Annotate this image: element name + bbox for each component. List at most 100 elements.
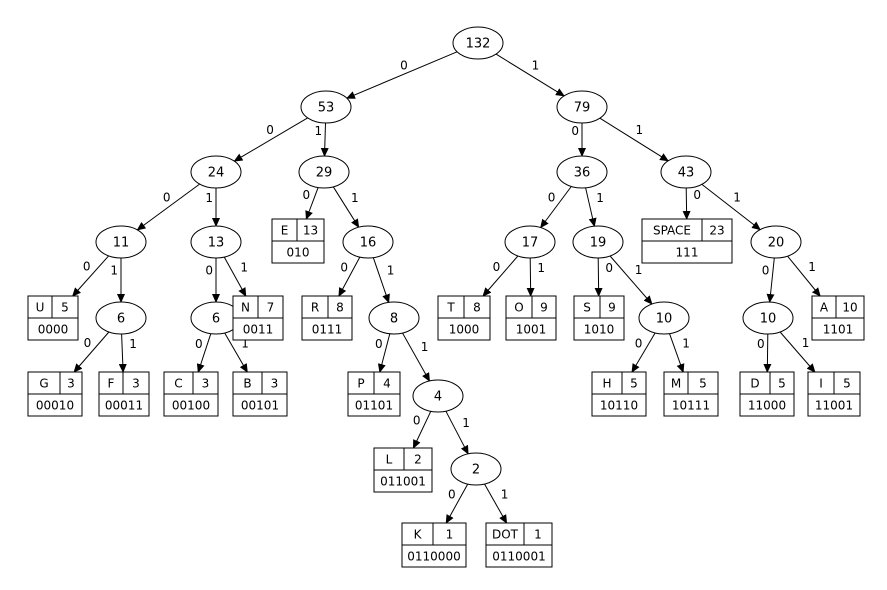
leaf-code: 010 (287, 246, 310, 260)
leaf-count: 5 (61, 301, 69, 315)
leaf-code: 00101 (241, 399, 279, 413)
edge-n11-U (72, 255, 109, 297)
internal-node-n13: 13 (190, 225, 242, 259)
internal-node-n16: 16 (342, 225, 394, 259)
edge-label-n17-T: 0 (493, 260, 501, 274)
internal-node-ellipse (750, 225, 802, 259)
edge-label-n43-n20: 1 (733, 190, 741, 204)
edge-n20-A (787, 255, 821, 297)
leaf-symbol: H (602, 377, 611, 391)
internal-node-n2: 2 (450, 452, 502, 486)
edge-label-n10b-D: 0 (757, 337, 765, 351)
internal-node-n79: 79 (556, 90, 608, 124)
edge-n29-n16 (332, 186, 360, 229)
internal-node-n10a: 10 (638, 301, 690, 335)
edge-label-n53-n29: 1 (314, 124, 322, 138)
edge-n4-n2 (445, 410, 469, 455)
edge-n6b-B (224, 332, 248, 373)
edge-label-n79-n36: 0 (571, 124, 579, 138)
leaf-count: 5 (778, 377, 786, 391)
edge-label-n13-N: 1 (240, 260, 248, 274)
edge-label-n36-n17: 0 (548, 191, 556, 205)
edge-label-n16-R: 0 (340, 261, 348, 275)
leaf-symbol: SPACE (653, 224, 691, 238)
edge-label-n4-L: 0 (413, 414, 421, 428)
edge-n2-K (445, 483, 469, 524)
edge-label-n29-n16: 1 (351, 191, 359, 205)
leaf-code: 1101 (823, 323, 854, 337)
edge-n53-n24 (233, 117, 308, 162)
edge-label-n43-SPACE: 0 (693, 188, 701, 202)
edge-n10a-H (631, 332, 656, 373)
edge-label-n8-P: 0 (375, 337, 383, 351)
internal-node-ellipse (190, 225, 242, 259)
edge-label-n132-n79: 1 (532, 59, 540, 73)
edge-label-n11-n6a: 1 (110, 264, 118, 278)
edge-n19-n10a (609, 255, 653, 305)
internal-node-n132: 132 (452, 26, 504, 60)
edge-n6a-G (73, 331, 110, 373)
internal-node-n10b: 10 (742, 301, 794, 335)
edge-n36-n17 (540, 186, 572, 229)
edge-n36-n19 (585, 187, 597, 228)
edge-label-n16-n8: 1 (387, 263, 395, 277)
leaf-code: 00011 (105, 399, 143, 413)
internal-node-n36: 36 (556, 155, 608, 189)
internal-node-weight: 4 (434, 390, 442, 405)
leaf-code: 10111 (672, 399, 710, 413)
edge-n10b-D (763, 333, 772, 373)
internal-node-weight: 13 (208, 236, 225, 251)
edge-n29-E (305, 187, 319, 220)
internal-node-ellipse (190, 155, 242, 189)
leaf-code: 10110 (600, 399, 638, 413)
internal-node-n43: 43 (660, 155, 712, 189)
leaf-symbol: G (39, 377, 48, 391)
internal-node-ellipse (742, 301, 794, 335)
edge-label-n2-K: 0 (448, 487, 456, 501)
internal-node-ellipse (95, 225, 147, 259)
edge-label-n6b-C: 0 (195, 337, 203, 351)
edge-label-n10a-M: 1 (682, 337, 690, 351)
leaf-code: 11000 (748, 399, 786, 413)
leaf-code: 0111 (312, 323, 343, 337)
internal-node-ellipse (368, 301, 420, 335)
internal-node-ellipse (342, 225, 394, 259)
edge-label-n19-S: 0 (605, 261, 613, 275)
edge-label-n6b-B: 1 (241, 336, 249, 350)
internal-node-weight: 16 (360, 236, 377, 251)
leaf-code: 11001 (815, 399, 853, 413)
internal-node-ellipse (298, 155, 350, 189)
edge-label-n6a-G: 0 (84, 336, 92, 350)
internal-node-weight: 20 (768, 236, 785, 251)
internal-node-ellipse (556, 155, 608, 189)
leaf-code: 011001 (380, 475, 426, 489)
internal-node-weight: 132 (466, 37, 491, 52)
leaf-symbol: C (174, 377, 182, 391)
edge-label-n132-n53: 0 (400, 58, 408, 72)
internal-node-ellipse (638, 301, 690, 335)
internal-node-weight: 24 (208, 166, 225, 181)
edge-n19-S (594, 257, 603, 297)
edge-label-n24-n11: 0 (163, 190, 171, 204)
internal-node-n6a: 6 (95, 301, 147, 335)
leaf-symbol: DOT (492, 528, 519, 542)
edge-label-n20-n10b: 0 (762, 264, 770, 278)
internal-node-ellipse (95, 301, 147, 335)
edge-label-n17-O: 1 (537, 261, 545, 275)
internal-node-weight: 29 (316, 166, 333, 181)
internal-node-n29: 29 (298, 155, 350, 189)
internal-node-n20: 20 (750, 225, 802, 259)
leaf-count: 4 (383, 377, 391, 391)
edge-n8-P (377, 333, 391, 373)
internal-node-n53: 53 (300, 90, 352, 124)
leaf-code: 01101 (355, 399, 393, 413)
edge-label-n8-n4: 1 (421, 340, 429, 354)
